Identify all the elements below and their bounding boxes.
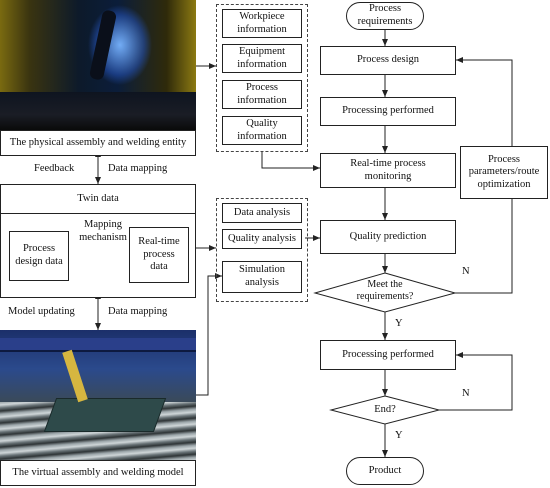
model-updating-label: Model updating [8, 306, 75, 317]
welding-torch-shape [88, 9, 118, 81]
physical-floor [0, 92, 196, 130]
quality-analysis-box: Quality analysis [222, 229, 302, 249]
data-mapping-label-bottom: Data mapping [108, 306, 168, 317]
information-group [216, 4, 308, 152]
twin-data-title: Twin data [0, 184, 196, 214]
processing-performed-box-1: Processing performed [320, 97, 456, 126]
end-question-text: End? [374, 404, 396, 415]
twin-data-panel: Twin data Process design data Mapping me… [0, 184, 196, 298]
arrow-info-to-monitoring [261, 152, 320, 171]
physical-entity-image [0, 0, 196, 130]
realtime-process-data-box: Real-time process data [129, 227, 189, 283]
virtual-robot-arm-shape [62, 349, 88, 403]
n-label-meet: N [462, 266, 470, 277]
processing-performed-box-2: Processing performed [320, 340, 456, 370]
quality-information-box: Quality information [222, 116, 302, 145]
product-terminal: Product [346, 457, 424, 485]
equipment-information-box: Equipment information [222, 44, 302, 73]
data-analysis-box: Data analysis [222, 203, 302, 223]
analysis-group [216, 198, 308, 302]
quality-prediction-box: Quality prediction [320, 220, 456, 254]
realtime-monitoring-box: Real-time process monitoring [320, 153, 456, 188]
process-design-data-box: Process design data [9, 231, 69, 281]
virtual-gantry-shape [0, 338, 196, 352]
arrow-virtual-to-simulation [196, 273, 222, 396]
physical-entity-caption: The physical assembly and welding entity [0, 130, 196, 156]
meet-requirements-text: Meet the requirements? [356, 279, 414, 302]
decision-meet-requirements-shape [313, 272, 457, 313]
virtual-workpiece-shape [43, 398, 167, 432]
decision-end-shape [329, 395, 441, 425]
process-design-box: Process design [320, 46, 456, 75]
simulation-analysis-box: Simulation analysis [222, 261, 302, 293]
y-label-end: Y [395, 430, 403, 441]
virtual-model-caption: The virtual assembly and welding model [0, 460, 196, 486]
data-mapping-label-top: Data mapping [108, 163, 168, 174]
n-label-end: N [462, 388, 470, 399]
workpiece-information-box: Workpiece information [222, 9, 302, 38]
feedback-label: Feedback [34, 163, 75, 174]
optimization-box: Process parameters/route optimization [460, 146, 548, 199]
y-label-meet: Y [395, 318, 403, 329]
mapping-mechanism-label: Mapping mechanism [79, 219, 127, 243]
virtual-model-image [0, 330, 196, 460]
process-information-box: Process information [222, 80, 302, 109]
process-requirements-terminal: Process requirements [346, 2, 424, 30]
